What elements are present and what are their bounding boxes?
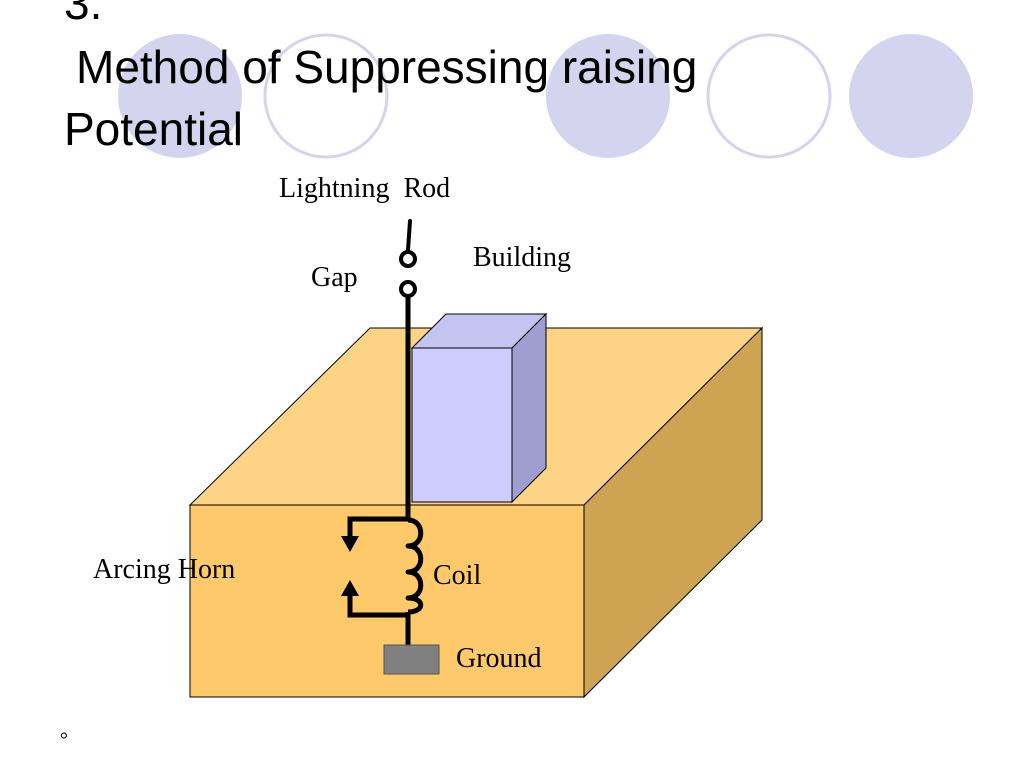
ground-plate: [383, 644, 440, 675]
deco-circle-filled-3: [849, 34, 973, 158]
arcing-horn-lower: [347, 592, 408, 618]
slide-title-line-1: Method of Suppressing raising: [76, 41, 698, 93]
label-lightning-rod: Lightning Rod: [279, 173, 450, 204]
slide-title-line-2: Potential: [64, 103, 244, 155]
footer-mark: 。: [60, 718, 80, 742]
arcing-horn-upper: [347, 516, 408, 540]
arcing-horn-upper-arrow: [341, 536, 359, 552]
label-coil: Coil: [433, 560, 481, 591]
gap-upper-electrode: [399, 250, 417, 268]
deco-circle-outline-2: [706, 33, 832, 159]
label-building: Building: [473, 242, 571, 273]
coil: [405, 517, 424, 615]
lightning-rod: [406, 219, 412, 252]
label-arcing-horn: Arcing Horn: [93, 554, 235, 585]
building-side-face: [511, 312, 547, 504]
deco-circle-filled-2: [546, 34, 670, 158]
deco-circle-outline-1: [263, 33, 389, 159]
deco-circle-filled-1: [118, 34, 242, 158]
building-front-face: [411, 347, 513, 503]
arcing-horn-lower-arrow: [341, 580, 359, 596]
slide-number: 3.: [64, 0, 103, 29]
gap-lower-electrode: [399, 280, 417, 298]
label-ground: Ground: [456, 643, 542, 674]
label-gap: Gap: [311, 262, 358, 293]
